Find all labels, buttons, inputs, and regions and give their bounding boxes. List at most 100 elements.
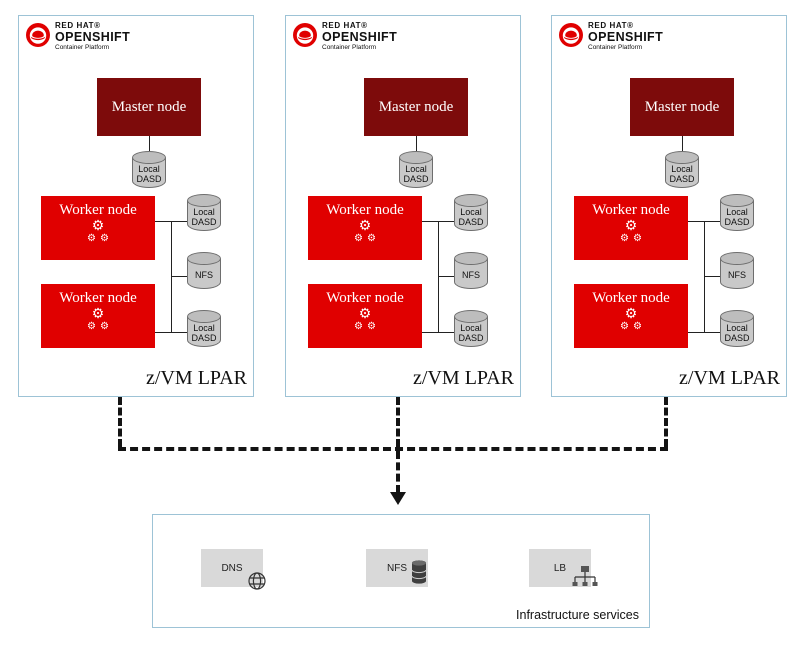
connector-line <box>704 221 705 333</box>
master-dasd-label: Local DASD <box>136 163 162 184</box>
logo-brand: RED HAT® <box>322 21 368 30</box>
worker-node-2: Worker node ⚙ ⚙⚙ <box>41 284 155 348</box>
redhat-logo-icon <box>293 23 317 47</box>
openshift-logo: RED HAT® OPENSHIFT Container Platform <box>558 21 664 52</box>
logo-product: OPENSHIFT <box>322 29 398 44</box>
worker1-dasd-label: Local DASD <box>458 206 484 227</box>
worker-node-label: Worker node <box>592 290 670 306</box>
gears-icon: ⚙ ⚙⚙ <box>41 220 155 244</box>
gear-icon: ⚙ <box>87 321 96 332</box>
logo-subtitle: Container Platform <box>322 43 377 51</box>
worker1-dasd-cylinder: Local DASD <box>454 194 488 231</box>
lpar-panel-1: RED HAT® OPENSHIFT Container Platform Ma… <box>18 15 254 397</box>
dashed-connector-left <box>118 397 122 447</box>
logo-product: OPENSHIFT <box>588 29 664 44</box>
gear-icon: ⚙ <box>620 321 629 332</box>
connector-line <box>704 276 720 277</box>
nfs-label: NFS <box>728 269 746 280</box>
worker-node-label: Worker node <box>592 202 670 218</box>
openshift-logo: RED HAT® OPENSHIFT Container Platform <box>25 21 130 52</box>
lb-service-box: LB <box>529 549 591 587</box>
nfs-cylinder: NFS <box>187 252 221 289</box>
gears-icon: ⚙ ⚙⚙ <box>308 308 422 332</box>
gear-icon: ⚙ <box>358 219 372 234</box>
worker-node-1: Worker node ⚙ ⚙⚙ <box>41 196 155 260</box>
master-dasd-label: Local DASD <box>669 163 695 184</box>
dashed-connector-horizontal <box>118 447 668 451</box>
logo-subtitle: Container Platform <box>588 43 643 51</box>
master-node: Master node <box>364 78 468 136</box>
master-node: Master node <box>630 78 734 136</box>
load-balancer-icon <box>572 566 598 586</box>
logo-brand: RED HAT® <box>55 21 101 30</box>
worker-node-2: Worker node ⚙ ⚙⚙ <box>308 284 422 348</box>
worker1-dasd-cylinder: Local DASD <box>187 194 221 231</box>
master-dasd-label: Local DASD <box>403 163 429 184</box>
connector-line <box>171 276 187 277</box>
worker2-dasd-label: Local DASD <box>458 322 484 343</box>
dns-service-box: DNS <box>201 549 263 587</box>
nfs-cylinder: NFS <box>720 252 754 289</box>
dashed-connector-middle <box>396 397 400 447</box>
connector-line <box>438 276 454 277</box>
lpar-label: z/VM LPAR <box>413 367 514 389</box>
worker-node-label: Worker node <box>59 202 137 218</box>
gear-icon: ⚙ <box>367 233 376 244</box>
redhat-logo-icon <box>559 23 583 47</box>
gear-icon: ⚙ <box>354 321 363 332</box>
master-dasd-cylinder: Local DASD <box>132 151 166 188</box>
worker1-dasd-label: Local DASD <box>191 206 217 227</box>
logo-subtitle: Container Platform <box>55 43 110 51</box>
lpar-panel-2: RED HAT® OPENSHIFT Container Platform Ma… <box>285 15 521 397</box>
nfs-label: NFS <box>462 269 480 280</box>
lpar-label: z/VM LPAR <box>679 367 780 389</box>
worker-node-2: Worker node ⚙ ⚙⚙ <box>574 284 688 348</box>
storage-icon <box>411 560 427 584</box>
gear-icon: ⚙ <box>633 233 642 244</box>
nfs-cylinder: NFS <box>454 252 488 289</box>
gear-icon: ⚙ <box>91 307 105 322</box>
worker-node-label: Worker node <box>326 202 404 218</box>
master-dasd-cylinder: Local DASD <box>399 151 433 188</box>
infrastructure-services-box: DNS NFS LB Infrastructure services <box>152 514 650 628</box>
gears-icon: ⚙ ⚙⚙ <box>41 308 155 332</box>
gear-icon: ⚙ <box>624 219 638 234</box>
gears-icon: ⚙ ⚙⚙ <box>308 220 422 244</box>
worker2-dasd-label: Local DASD <box>724 322 750 343</box>
gear-icon: ⚙ <box>100 233 109 244</box>
gear-icon: ⚙ <box>91 219 105 234</box>
dashed-connector-right <box>664 397 668 447</box>
logo-brand: RED HAT® <box>588 21 634 30</box>
connector-line <box>416 136 417 151</box>
gears-icon: ⚙ ⚙⚙ <box>574 220 688 244</box>
worker-node-label: Worker node <box>59 290 137 306</box>
redhat-logo-icon <box>26 23 50 47</box>
master-dasd-cylinder: Local DASD <box>665 151 699 188</box>
connector-line <box>171 221 172 333</box>
worker1-dasd-label: Local DASD <box>724 206 750 227</box>
connector-line <box>149 136 150 151</box>
worker2-dasd-cylinder: Local DASD <box>720 310 754 347</box>
worker1-dasd-cylinder: Local DASD <box>720 194 754 231</box>
gear-icon: ⚙ <box>87 233 96 244</box>
connector-line <box>682 136 683 151</box>
worker2-dasd-label: Local DASD <box>191 322 217 343</box>
gear-icon: ⚙ <box>354 233 363 244</box>
worker2-dasd-cylinder: Local DASD <box>187 310 221 347</box>
worker-node-label: Worker node <box>326 290 404 306</box>
globe-icon <box>248 572 266 590</box>
infrastructure-services-label: Infrastructure services <box>516 608 639 622</box>
worker-node-1: Worker node ⚙ ⚙⚙ <box>574 196 688 260</box>
worker-node-1: Worker node ⚙ ⚙⚙ <box>308 196 422 260</box>
lpar-panel-3: RED HAT® OPENSHIFT Container Platform Ma… <box>551 15 787 397</box>
gear-icon: ⚙ <box>633 321 642 332</box>
gear-icon: ⚙ <box>620 233 629 244</box>
nfs-label: NFS <box>195 269 213 280</box>
connector-line <box>438 221 439 333</box>
gear-icon: ⚙ <box>624 307 638 322</box>
gears-icon: ⚙ ⚙⚙ <box>574 308 688 332</box>
gear-icon: ⚙ <box>358 307 372 322</box>
gear-icon: ⚙ <box>100 321 109 332</box>
gear-icon: ⚙ <box>367 321 376 332</box>
